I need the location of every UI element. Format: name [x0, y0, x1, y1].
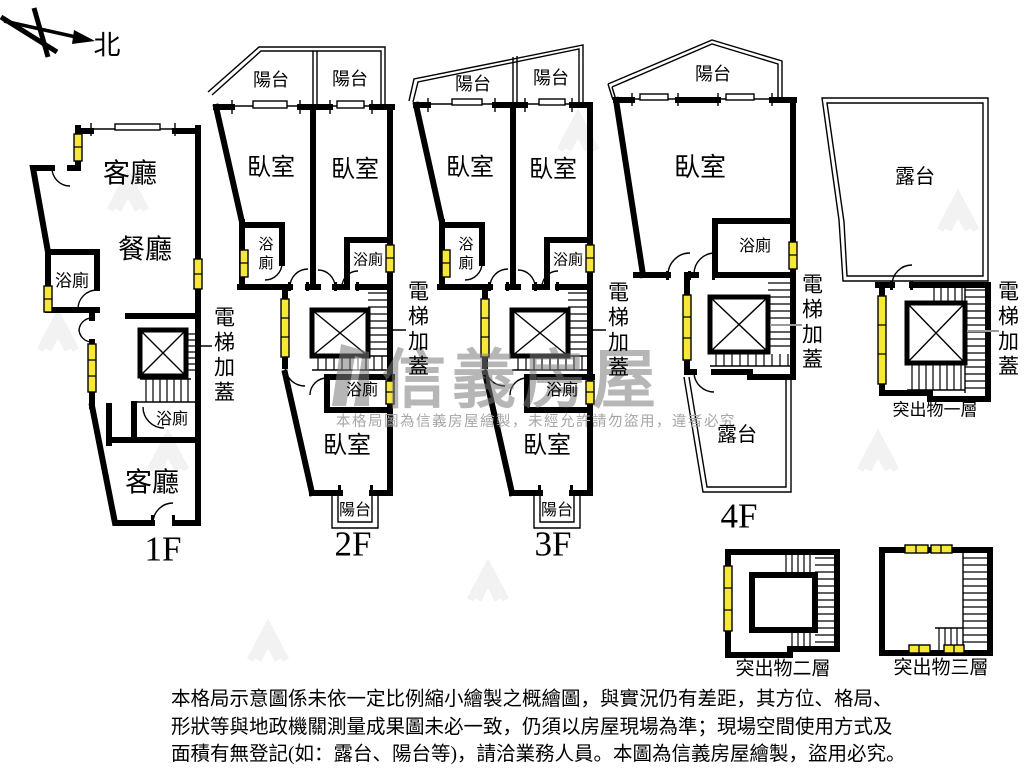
- room-label-1f-bath-left: 浴廁: [55, 271, 89, 291]
- compass-north-label: 北: [93, 30, 121, 61]
- label-roof-elevator-cover: 電梯加蓋: [995, 280, 1020, 380]
- room-label-3f-bedroom-left: 臥室: [446, 155, 494, 181]
- room-label-1f-bath-mid: 浴廁: [155, 411, 189, 428]
- room-label-3f-balcony-lower: 陽台: [540, 502, 574, 519]
- room-label-3f-bath-right: 浴廁: [552, 252, 584, 269]
- room-label-2f-bedroom-lower: 臥室: [323, 433, 371, 459]
- room-label-3f-balcony-right: 陽台: [533, 68, 569, 88]
- elevator-shafts: [137, 294, 968, 379]
- floor-label-protrusion-3: 突出物三層: [893, 657, 989, 679]
- room-label-4f-balcony: 陽台: [695, 64, 731, 84]
- room-label-3f-bath-lower: 浴廁: [545, 382, 579, 399]
- label-3f-elevator-cover: 電梯加蓋: [605, 281, 630, 381]
- disclaimer-line-2: 形狀等與地政機關測量成果圖未必一致，仍須以房屋現場為準；現場空間使用方式及: [171, 716, 893, 738]
- room-label-2f-balcony-left: 陽台: [253, 70, 289, 90]
- watermark-notice-text: 本格局圖為信義房屋繪製，未經允許請勿盜用，違者必究: [336, 414, 736, 430]
- room-label-2f-balcony-right: 陽台: [332, 69, 368, 89]
- room-label-1f-dining: 餐廳: [118, 234, 172, 265]
- window-dividers: [44, 146, 955, 653]
- room-label-1f-living: 客廳: [103, 158, 157, 189]
- room-label-2f-balcony-lower: 陽台: [338, 502, 372, 519]
- room-label-2f-bath-right: 浴廁: [352, 252, 384, 269]
- room-label-4f-bath: 浴廁: [738, 238, 772, 255]
- room-label-4f-terrace: 露台: [717, 424, 757, 446]
- disclaimer-line-1: 本格局示意圖係未依一定比例縮小繪製之概繪圖，與實況仍有差距，其方位、格局、: [171, 689, 893, 710]
- room-label-2f-bedroom-left: 臥室: [247, 155, 295, 181]
- room-label-3f-balcony-left: 陽台: [455, 74, 491, 94]
- window-markers: [43, 133, 965, 654]
- walls-thick: [29, 96, 993, 658]
- floor-label-protrusion-2: 突出物二層: [735, 658, 831, 680]
- stair-treads: [145, 282, 990, 653]
- label-pointer-lines: [198, 324, 999, 347]
- room-label-roof-terrace: 露台: [895, 166, 935, 188]
- room-label-2f-bedroom-right: 臥室: [331, 157, 379, 183]
- floor-label-2f: 2F: [334, 524, 372, 564]
- disclaimer-text: 本格局示意圖係未依一定比例縮小繪製之概繪圖，與實況仍有差距，其方位、格局、 形狀…: [171, 686, 906, 768]
- label-4f-elevator-cover: 電梯加蓋: [799, 273, 824, 373]
- room-label-1f-living-lower: 客廳: [125, 467, 179, 498]
- compass-icon: [0, 7, 95, 58]
- floor-label-3f: 3F: [534, 524, 572, 564]
- room-label-3f-bath-left: 浴廁: [456, 236, 473, 274]
- floor-label-1f: 1F: [144, 529, 182, 569]
- door-stubs: [151, 271, 913, 524]
- floor-label-4f: 4F: [720, 496, 758, 536]
- label-2f-elevator-cover: 電梯加蓋: [405, 280, 430, 380]
- room-label-3f-bedroom-lower: 臥室: [523, 433, 571, 459]
- label-1f-elevator-cover: 電梯加蓋: [211, 306, 236, 406]
- room-label-3f-bedroom-right: 臥室: [529, 157, 577, 183]
- floor-label-protrusion-1: 突出物一層: [892, 400, 978, 420]
- room-label-4f-bedroom: 臥室: [673, 153, 727, 182]
- disclaimer-line-3: 面積有無登記(如：露台、陽台等)，請洽業務人員。本圖為信義房屋繪製，盜用必究。: [171, 744, 906, 765]
- room-label-2f-bath-lower: 浴廁: [345, 382, 379, 399]
- room-label-2f-bath-left: 浴廁: [256, 236, 273, 274]
